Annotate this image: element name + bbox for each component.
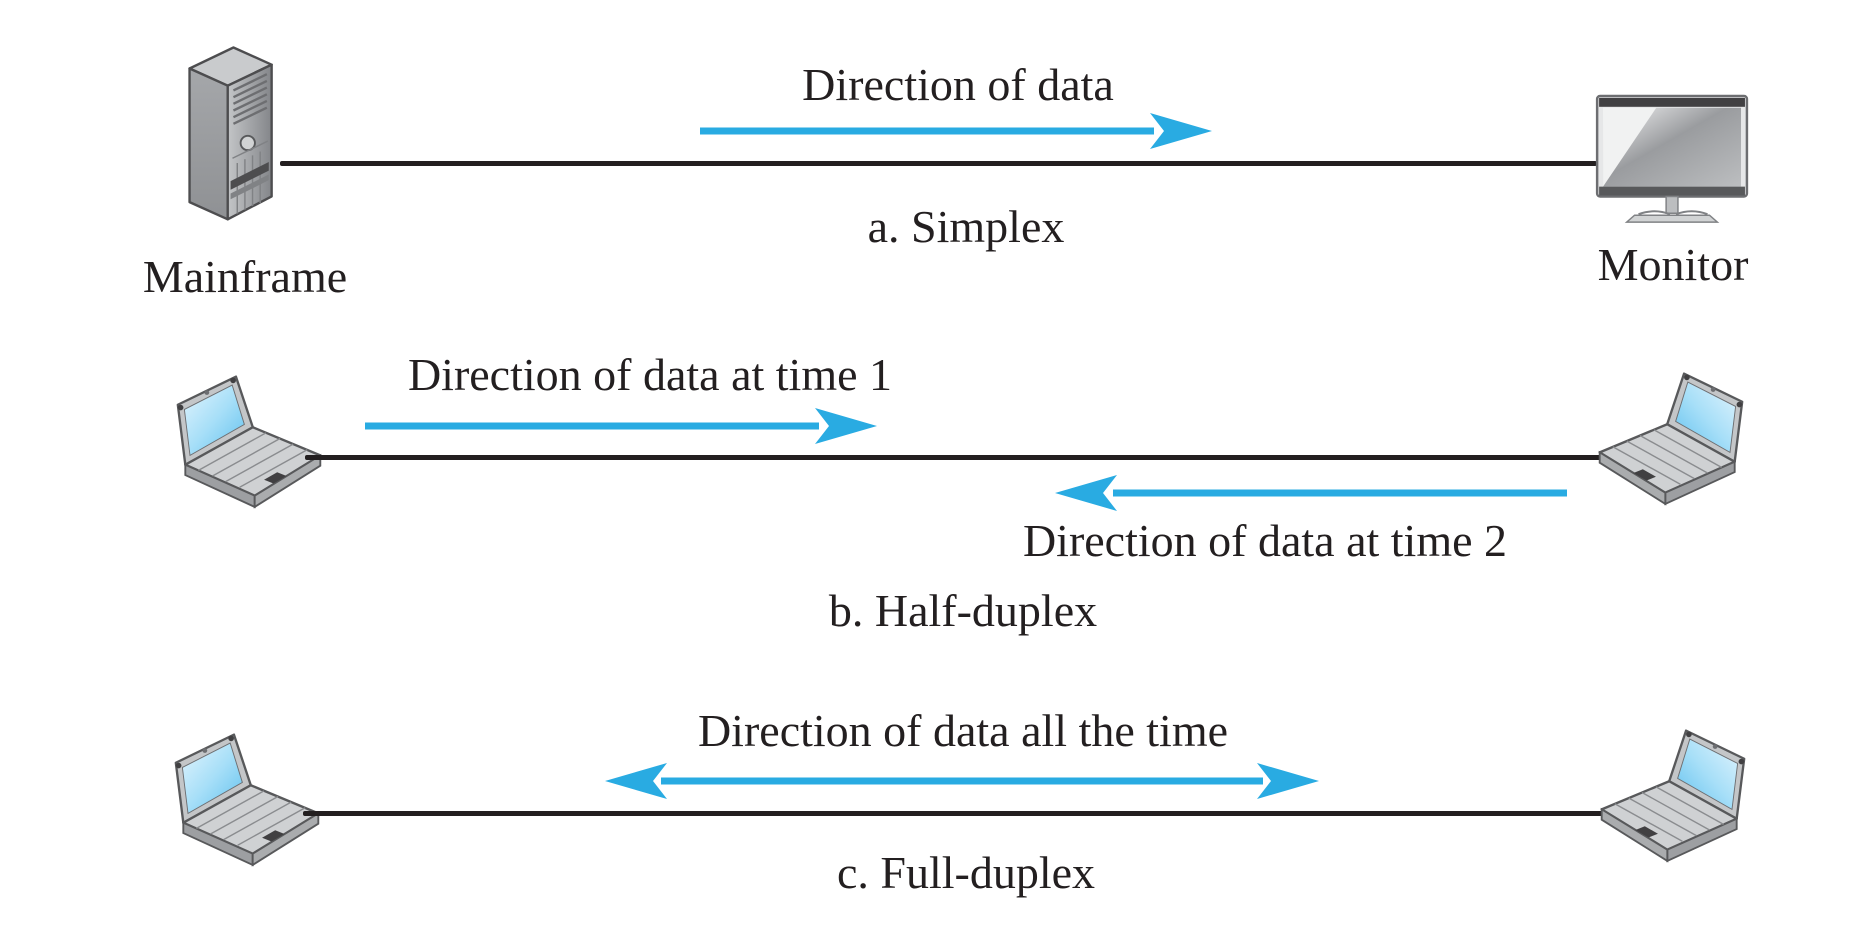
mainframe-tower-icon [180,33,285,230]
laptop-icon [1590,368,1750,518]
laptop-icon [1592,725,1752,875]
monitor-label: Monitor [1597,239,1749,290]
simplex-caption: a. Simplex [867,201,1065,252]
mainframe-label: Mainframe [142,251,348,302]
half-duplex-arrow-left-icon [1055,474,1567,512]
half-duplex-caption: b. Half-duplex [828,585,1098,636]
half-duplex-link-line [305,455,1613,460]
simplex-link-line [280,161,1597,166]
simplex-arrow-label: Direction of data [802,59,1114,110]
half-duplex-time1-label: Direction of data at time 1 [407,349,893,400]
full-duplex-arrow-label: Direction of data all the time [697,705,1229,756]
half-duplex-arrow-right-icon [365,407,877,445]
laptop-icon [170,371,330,521]
full-duplex-caption: c. Full-duplex [836,847,1096,898]
half-duplex-time2-label: Direction of data at time 2 [1022,515,1508,566]
full-duplex-arrow-both-icon [605,762,1319,800]
full-duplex-link-line [303,811,1613,816]
monitor-icon [1595,94,1753,230]
simplex-arrow-right-icon [700,112,1212,150]
laptop-icon [168,729,328,879]
